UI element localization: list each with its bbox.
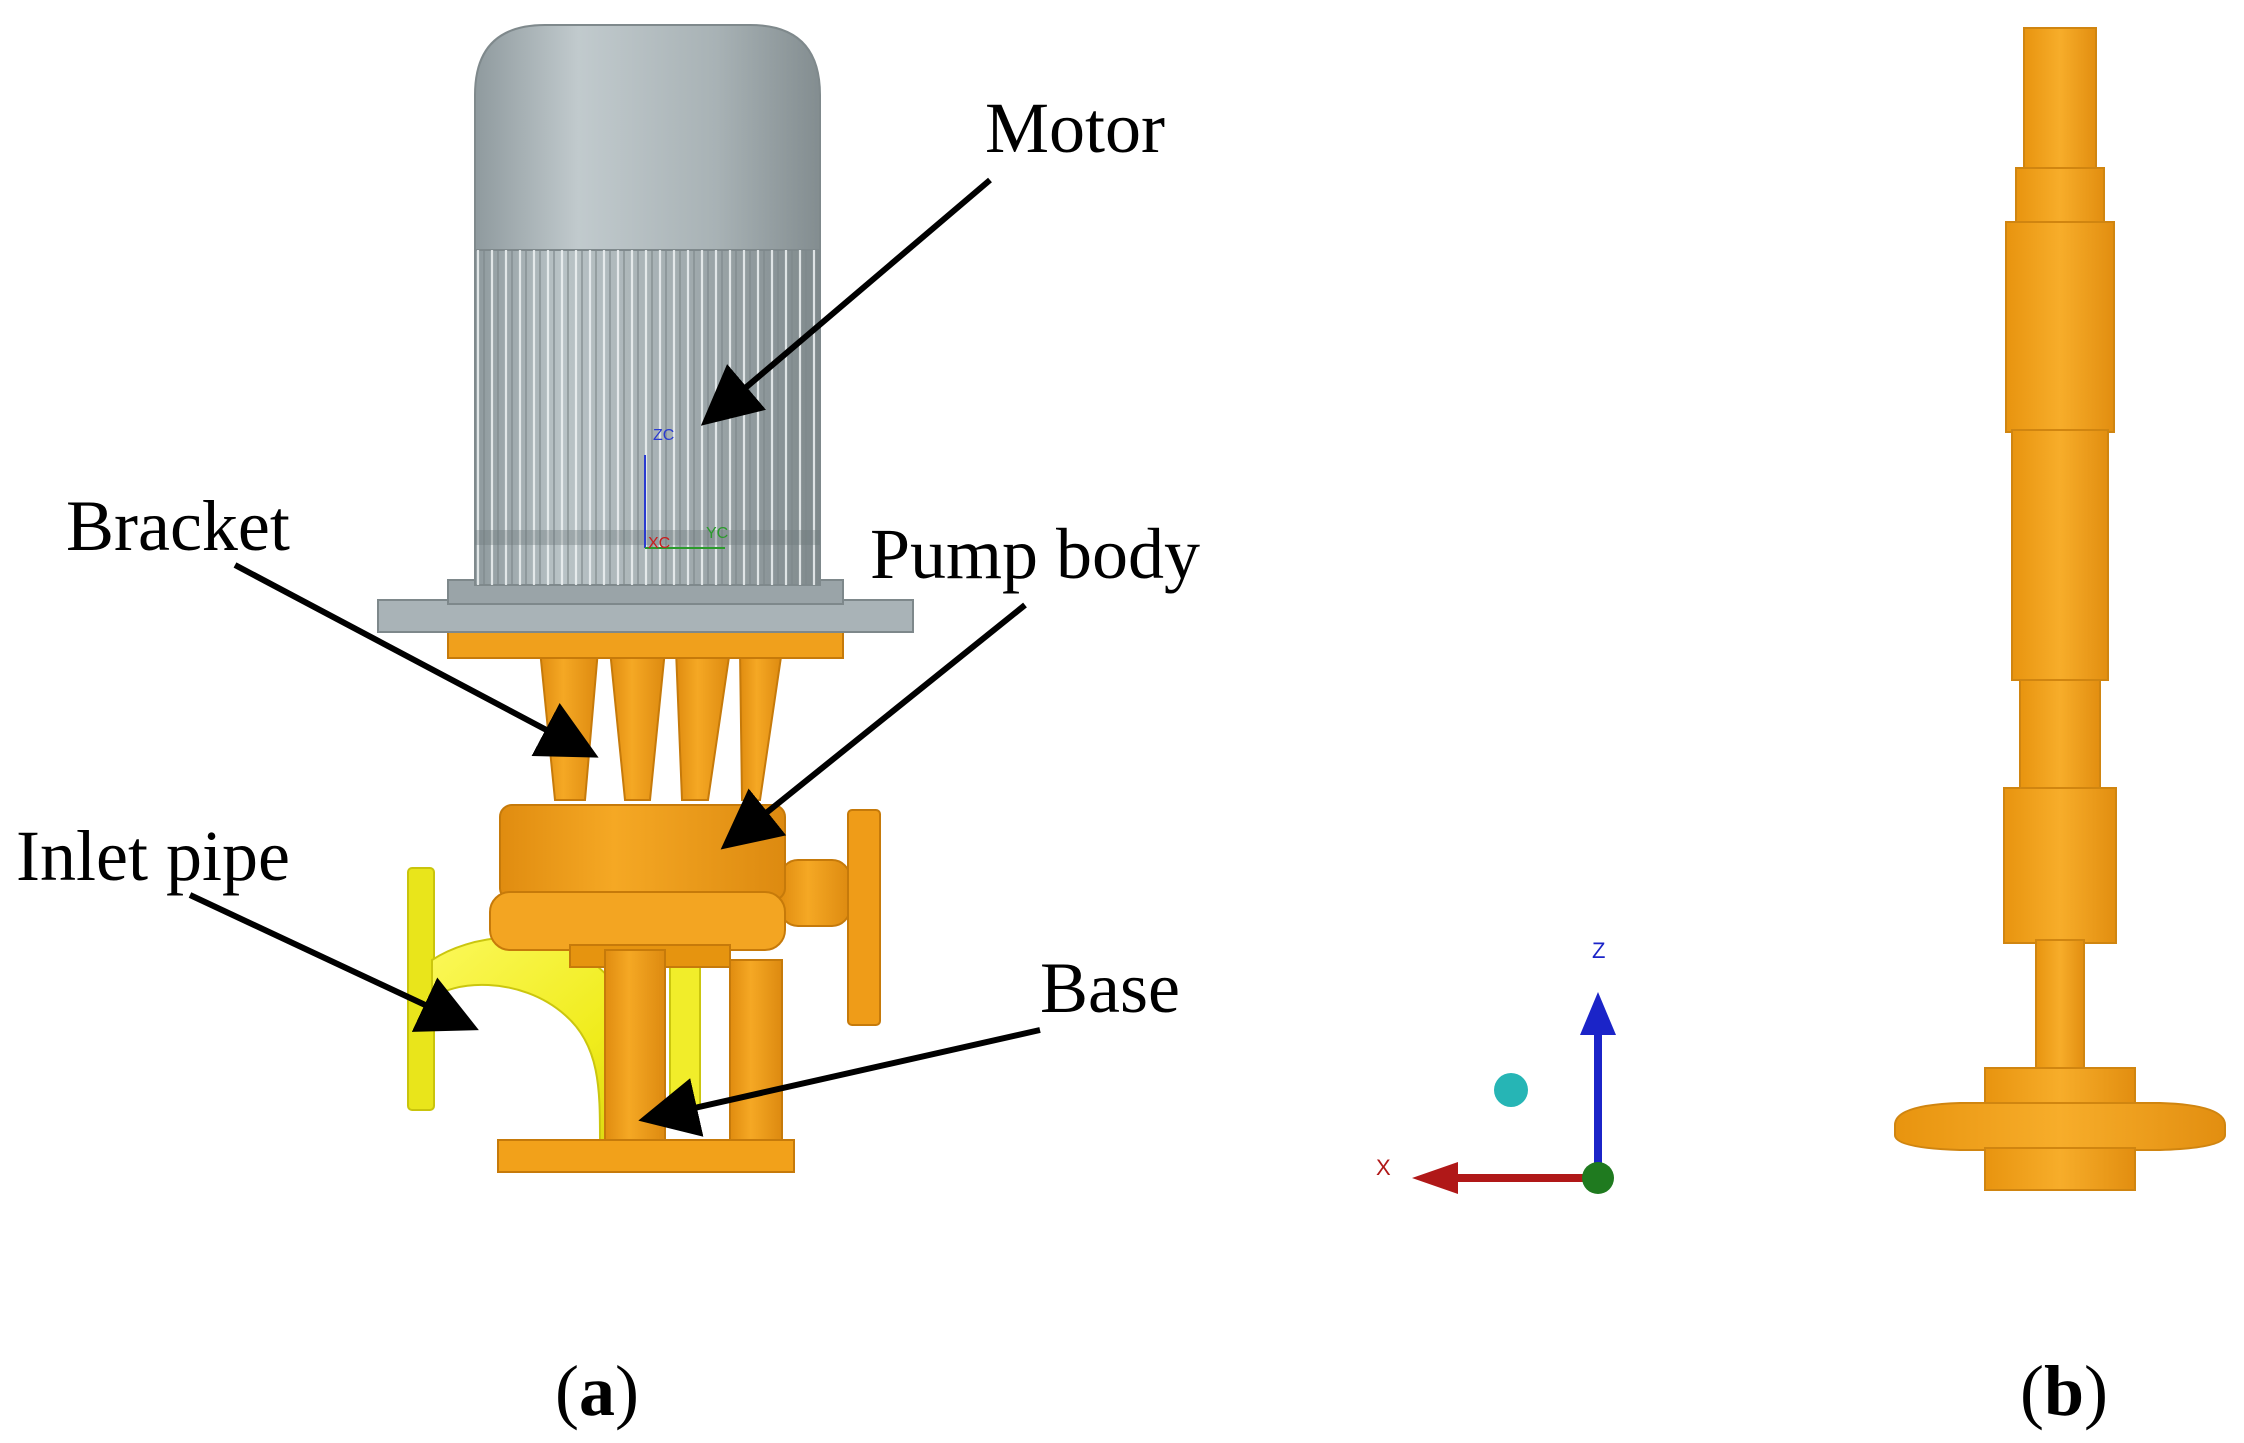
inlet-pipe-label: Inlet pipe [16,816,290,896]
motor-arrow [700,177,992,426]
csys-z-label: ZC [653,427,674,444]
view-triad: Z X [1376,938,1616,1194]
pump-body [489,804,786,968]
caption-b: (b) [2020,1351,2108,1431]
triad-x-label: X [1376,1155,1391,1180]
csys-y-label: YC [706,525,728,542]
motor-flange [377,599,914,633]
pump-assembly: ZC YC XC [377,24,914,1173]
z-arrow-head [1580,992,1616,1035]
inlet-pipe-arrow [188,892,479,1032]
bracket-label: Bracket [66,486,290,566]
base-arrow [638,1027,1041,1137]
caption-a: (a) [555,1351,639,1431]
triad-sphere [1494,1073,1528,1107]
base [497,949,795,1173]
base-label: Base [1040,948,1180,1028]
work-csys: ZC YC XC [644,427,728,552]
rotor-shaft [1894,27,2226,1191]
pump-body-arrow [720,602,1027,850]
callout-arrows [188,177,1041,1137]
discharge-flange [779,809,881,1026]
x-arrow-head [1412,1162,1458,1194]
bracket [447,627,844,801]
motor-label: Motor [985,88,1165,168]
motor [474,24,821,586]
triad-origin [1582,1162,1614,1194]
csys-x-label: XC [648,535,670,552]
pump-body-label: Pump body [870,514,1200,594]
triad-z-label: Z [1592,938,1605,963]
bracket-arrow [233,562,599,758]
